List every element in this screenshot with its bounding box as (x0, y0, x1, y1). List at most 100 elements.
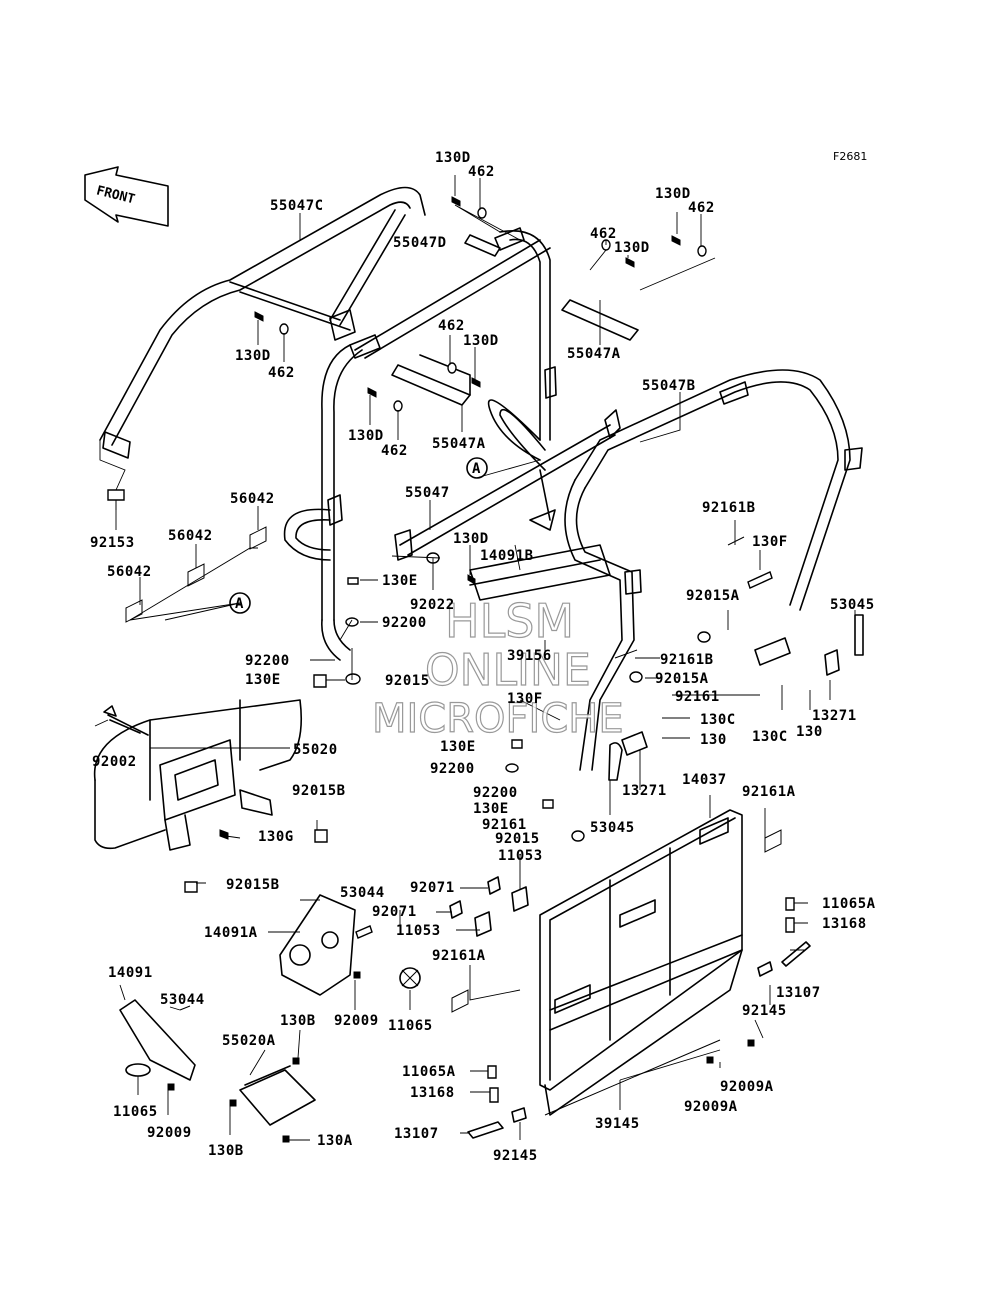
label-55020: 55020 (293, 742, 338, 758)
label-14091a: 14091A (204, 925, 258, 941)
leader-lines (94, 175, 856, 1141)
label-11065: 11065 (113, 1104, 158, 1120)
label-130d: 130D (614, 240, 650, 256)
watermark-line2: ONLINE (425, 645, 591, 696)
label-92145: 92145 (742, 1003, 787, 1019)
label-130c: 130C (752, 729, 788, 745)
label-130f: 130F (507, 691, 543, 707)
label-130d: 130D (453, 531, 489, 547)
label-13168: 13168 (822, 916, 867, 932)
label-55047a: 55047A (567, 346, 621, 362)
label-39145: 39145 (595, 1116, 640, 1132)
label-56042: 56042 (168, 528, 213, 544)
label-92161: 92161 (675, 689, 720, 705)
label-11065a: 11065A (402, 1064, 456, 1080)
hardware-drawing (103, 196, 864, 1143)
label-92200: 92200 (473, 785, 518, 801)
label-53045: 53045 (830, 597, 875, 613)
label-130e: 130E (382, 573, 418, 589)
label-56042: 56042 (107, 564, 152, 580)
label-92009a: 92009A (684, 1099, 738, 1115)
label-462: 462 (468, 164, 495, 180)
label-11065: 11065 (388, 1018, 433, 1034)
label-92200: 92200 (430, 761, 475, 777)
label-92015b: 92015B (292, 783, 346, 799)
label-11053: 11053 (396, 923, 441, 939)
label-130f: 130F (752, 534, 788, 550)
label-130d: 130D (435, 150, 471, 166)
label-55047d: 55047D (393, 235, 447, 251)
label-130: 130 (796, 724, 823, 740)
label-11053: 11053 (498, 848, 543, 864)
label-130: 130 (700, 732, 727, 748)
label-462: 462 (381, 443, 408, 459)
label-56042: 56042 (230, 491, 275, 507)
label-92153: 92153 (90, 535, 135, 551)
label-55020a: 55020A (222, 1033, 276, 1049)
label-14037: 14037 (682, 772, 727, 788)
label-92200: 92200 (382, 615, 427, 631)
roll-cage-drawing (99, 186, 863, 771)
label-92161b: 92161B (660, 652, 714, 668)
label-92015: 92015 (495, 831, 540, 847)
label-14091b: 14091B (480, 548, 534, 564)
front-label: FRONT (95, 183, 137, 207)
label-130g: 130G (258, 829, 294, 845)
callout-a-left: A (235, 596, 244, 612)
rear-panel-drawing (539, 809, 743, 1116)
label-92161b: 92161B (702, 500, 756, 516)
label-55047c: 55047C (270, 198, 324, 214)
label-130e: 130E (245, 672, 281, 688)
label-92015b: 92015B (226, 877, 280, 893)
label-53044: 53044 (160, 992, 205, 1008)
label-130a: 130A (317, 1133, 353, 1149)
label-130d: 130D (235, 348, 271, 364)
label-92071: 92071 (410, 880, 455, 896)
label-92161a: 92161A (742, 784, 796, 800)
figure-id: F2681 (833, 150, 867, 163)
label-130b: 130B (280, 1013, 316, 1029)
label-92002: 92002 (92, 754, 137, 770)
label-462: 462 (688, 200, 715, 216)
watermark: HLSM ONLINE MICROFICHE (371, 593, 624, 742)
label-13107: 13107 (394, 1126, 439, 1142)
front-bumper-drawing (93, 699, 303, 851)
label-13107: 13107 (776, 985, 821, 1001)
label-130d: 130D (463, 333, 499, 349)
label-462: 462 (590, 226, 617, 242)
part-labels: 130D 462 130D 462 462 130D 55047C 55047D… (90, 150, 876, 1164)
watermark-line1: HLSM (445, 594, 574, 648)
label-92009a: 92009A (720, 1079, 774, 1095)
watermark-line3: MICROFICHE (372, 696, 624, 742)
label-14091: 14091 (108, 965, 153, 981)
label-130b: 130B (208, 1143, 244, 1159)
label-130e: 130E (473, 801, 509, 817)
label-55047b: 55047B (642, 378, 696, 394)
label-92161a: 92161A (432, 948, 486, 964)
label-462: 462 (268, 365, 295, 381)
label-13168: 13168 (410, 1085, 455, 1101)
label-462: 462 (438, 318, 465, 334)
label-92009: 92009 (147, 1125, 192, 1141)
label-92071: 92071 (372, 904, 417, 920)
label-92015: 92015 (385, 673, 430, 689)
label-11065a: 11065A (822, 896, 876, 912)
label-130e: 130E (440, 739, 476, 755)
label-92015a: 92015A (655, 671, 709, 687)
label-53044: 53044 (340, 885, 385, 901)
label-130d: 130D (348, 428, 384, 444)
callout-a-top: A (472, 461, 481, 477)
label-92022: 92022 (410, 597, 455, 613)
side-panel-drawing (119, 894, 356, 1126)
label-92145: 92145 (493, 1148, 538, 1164)
label-53045: 53045 (590, 820, 635, 836)
label-13271: 13271 (812, 708, 857, 724)
label-92009: 92009 (334, 1013, 379, 1029)
label-55047a: 55047A (432, 436, 486, 452)
label-92161: 92161 (482, 817, 527, 833)
front-direction-arrow-icon: FRONT (84, 166, 169, 227)
label-92015a: 92015A (686, 588, 740, 604)
label-39156: 39156 (507, 648, 552, 664)
label-13271: 13271 (622, 783, 667, 799)
